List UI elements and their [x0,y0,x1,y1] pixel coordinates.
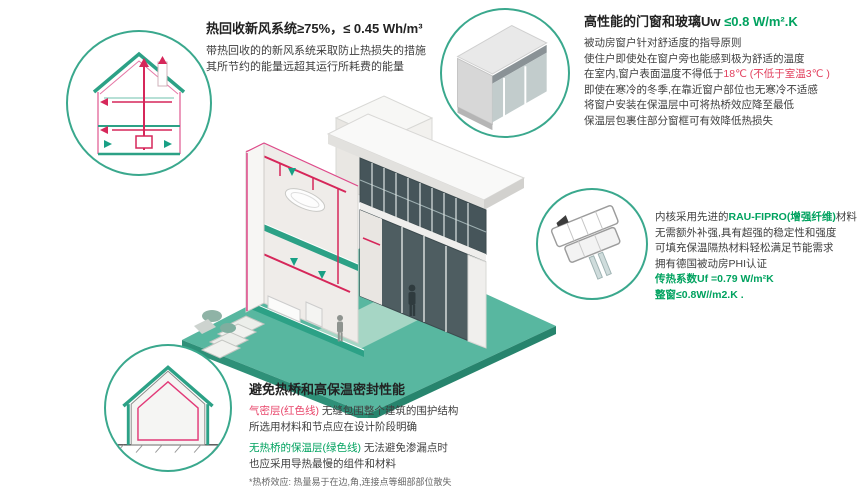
thermal-line3-green: 无热桥的保温层(绿色线) [249,442,361,454]
window-section [456,24,548,131]
profile-line4: 拥有德国被动房PHI认证 [655,257,768,270]
windows-line5: 将窗户安装在保温层中可将热桥效应降至最低 [584,99,794,111]
windows-line6: 保温层包裹住部分窗框可有效降低热损失 [584,114,773,127]
windows-title-green: ≤0.8 W/m².K [724,14,798,29]
thermal-line1-dark: 无缝包围整个建筑的围护结构 [319,405,459,417]
frame-profile-icon [550,205,621,280]
person-figure-indoor [408,284,416,316]
window-corner-icon [456,24,548,131]
profile-line5: 传热系数Uf =0.79 W/m²K [655,273,774,285]
windows-title: 高性能的门窗和玻璃Uw ≤0.8 W/m².K [584,13,862,30]
windows-line2: 使住户即使处在窗户旁也能感到极为舒适的温度 [584,52,805,65]
floor-slabs [245,215,365,357]
windows-line4: 即使在寒冷的冬季,在靠近窗户部位也无寒冷不适感 [584,83,818,96]
frame-profile-circle [536,188,648,300]
profile-line6: 整窗≤0.8W//m2.K . [655,288,744,301]
section-house [92,51,186,156]
thermal-line1: 气密层(红色线) 无缝包围整个建筑的围护结构 [249,404,561,420]
thermal-line3: 无热桥的保温层(绿色线) 无法避免渗漏点时 [249,441,561,457]
duct-red [112,66,172,150]
thermal-line4: 也应采用导热最慢的组件和材料 [249,457,396,470]
supply-arrows [288,168,326,279]
exhaust-arrows [100,56,167,134]
thermal-section-icon [113,365,223,453]
ventilation-detail-circle [66,30,212,176]
bathtub [284,188,326,212]
profile-line2: 无需额外补强,具有超强的稳定性和强度 [655,226,837,239]
window-profile [550,205,621,280]
profile-line3: 可填充保温隔热材料轻松满足节能需求 [655,242,834,254]
ventilation-ducts [253,151,351,293]
windows-text-block: 高性能的门窗和玻璃Uw ≤0.8 W/m².K 被动房窗户针对舒适度的指导原则 … [584,13,862,129]
thermal-text-block: 避免热桥和高保温密封性能 气密层(红色线) 无缝包围整个建筑的围护结构 所选用材… [249,381,561,488]
window-corner-circle [440,8,570,138]
kitchen-units [267,295,323,328]
ventilation-line1: 带热回收的的新风系统采取防止热损失的措施 [206,45,426,57]
cut-wall-left [245,142,359,313]
ventilation-title: 热回收新风系统≥75%，≤ 0.45 Wh/m³ [206,21,423,36]
main-house-illustration [182,95,556,418]
ventilation-text-block: 热回收新风系统≥75%，≤ 0.45 Wh/m³ 带热回收的的新风系统采取防止热… [206,20,476,75]
right-block [326,113,526,349]
supply-arrows [104,140,172,148]
profile-line1-dark: 内核采用先进的 [655,211,729,223]
thermal-line2: 所选用材料和节点应在设计阶段明确 [249,420,417,433]
profile-text-block: 内核采用先进的RAU-FIPRO(增强纤维)材料 无需额外补强,具有超强的稳定性… [655,210,861,303]
thermal-bridge-circle [104,344,232,472]
windows-line3-dark: 在室内,窗户表面温度不得低于 [584,68,724,80]
thermal-section [113,365,223,453]
profile-line1: 内核采用先进的RAU-FIPRO(增强纤维)材料 [655,210,861,226]
windows-line3: 在室内,窗户表面温度不得低于18℃ (不低于室温3℃ ) [584,67,862,83]
thermal-line1-red: 气密层(红色线) [249,405,319,417]
thermal-footnote: *热桥效应: 热量易于在边,角,连接点等细部部位散失 [249,477,452,487]
windows-title-black: 高性能的门窗和玻璃Uw [584,14,725,29]
person-figure-outdoor [337,315,343,342]
ventilation-line2: 其所节约的能量远超其运行所耗费的能量 [206,61,404,73]
thermal-line3-dark: 无法避免渗漏点时 [361,442,448,454]
stairs [200,315,266,359]
windows-line3-red: 18℃ (不低于室温3℃ ) [723,68,830,80]
ventilation-section-icon [92,51,186,156]
landscape-bushes [194,310,236,334]
windows-line1: 被动房窗户针对舒适度的指导原则 [584,37,742,49]
thermal-title: 避免热桥和高保温密封性能 [249,382,406,397]
profile-line1-green: RAU-FIPRO(增强纤维) [728,211,836,223]
profile-line1-suffix: 材料 [835,211,857,223]
